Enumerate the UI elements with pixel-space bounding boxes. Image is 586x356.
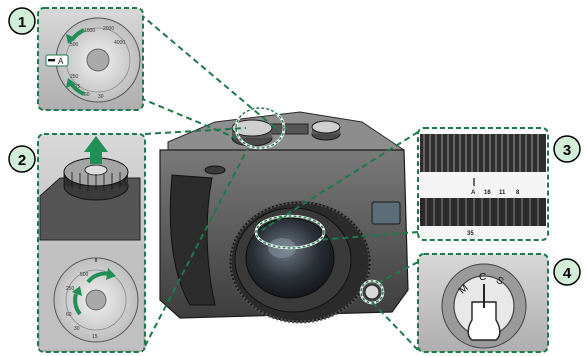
- svg-text:60: 60: [84, 92, 90, 98]
- aperture-ring-closeup: A 16 11 8 35: [420, 134, 546, 238]
- svg-text:15: 15: [92, 334, 98, 340]
- svg-text:250: 250: [70, 74, 79, 80]
- dial-marking-label: A: [58, 57, 64, 66]
- callout-number-3: 3: [563, 142, 571, 159]
- callout-panel-3: A 16 11 8 35: [418, 128, 548, 240]
- svg-text:2000: 2000: [103, 26, 114, 32]
- camera-illustration: [160, 108, 408, 322]
- callout-number-1: 1: [18, 14, 26, 31]
- svg-text:1000: 1000: [84, 28, 95, 34]
- lift-arrow-icon: [90, 150, 102, 164]
- svg-text:500: 500: [70, 42, 79, 48]
- viewfinder-window: [372, 202, 400, 224]
- scale-11: 11: [499, 190, 506, 196]
- focus-mode-selector: [365, 285, 379, 299]
- callout-badge-1: 1: [9, 8, 35, 34]
- exposure-compensation-dial: [312, 121, 340, 140]
- callout-number-2: 2: [18, 152, 26, 169]
- callout-badge-3: 3: [554, 136, 580, 162]
- svg-text:500: 500: [80, 272, 89, 278]
- scale-a: A: [471, 190, 476, 196]
- callout-badge-2: 2: [9, 146, 35, 172]
- callout-badge-4: 4: [554, 259, 580, 285]
- svg-text:30: 30: [98, 94, 104, 100]
- svg-text:30: 30: [74, 326, 80, 332]
- focus-mode-selector-closeup: M C S: [442, 264, 526, 348]
- focal-length-label: 35: [467, 231, 474, 237]
- scale-16: 16: [484, 190, 491, 196]
- svg-text:60: 60: [66, 312, 72, 318]
- mode-letter-c: C: [479, 272, 486, 283]
- callout-number-4: 4: [563, 265, 572, 282]
- svg-text:4000: 4000: [114, 40, 125, 46]
- lens: [230, 202, 370, 322]
- callout-panel-4: M C S: [418, 254, 548, 352]
